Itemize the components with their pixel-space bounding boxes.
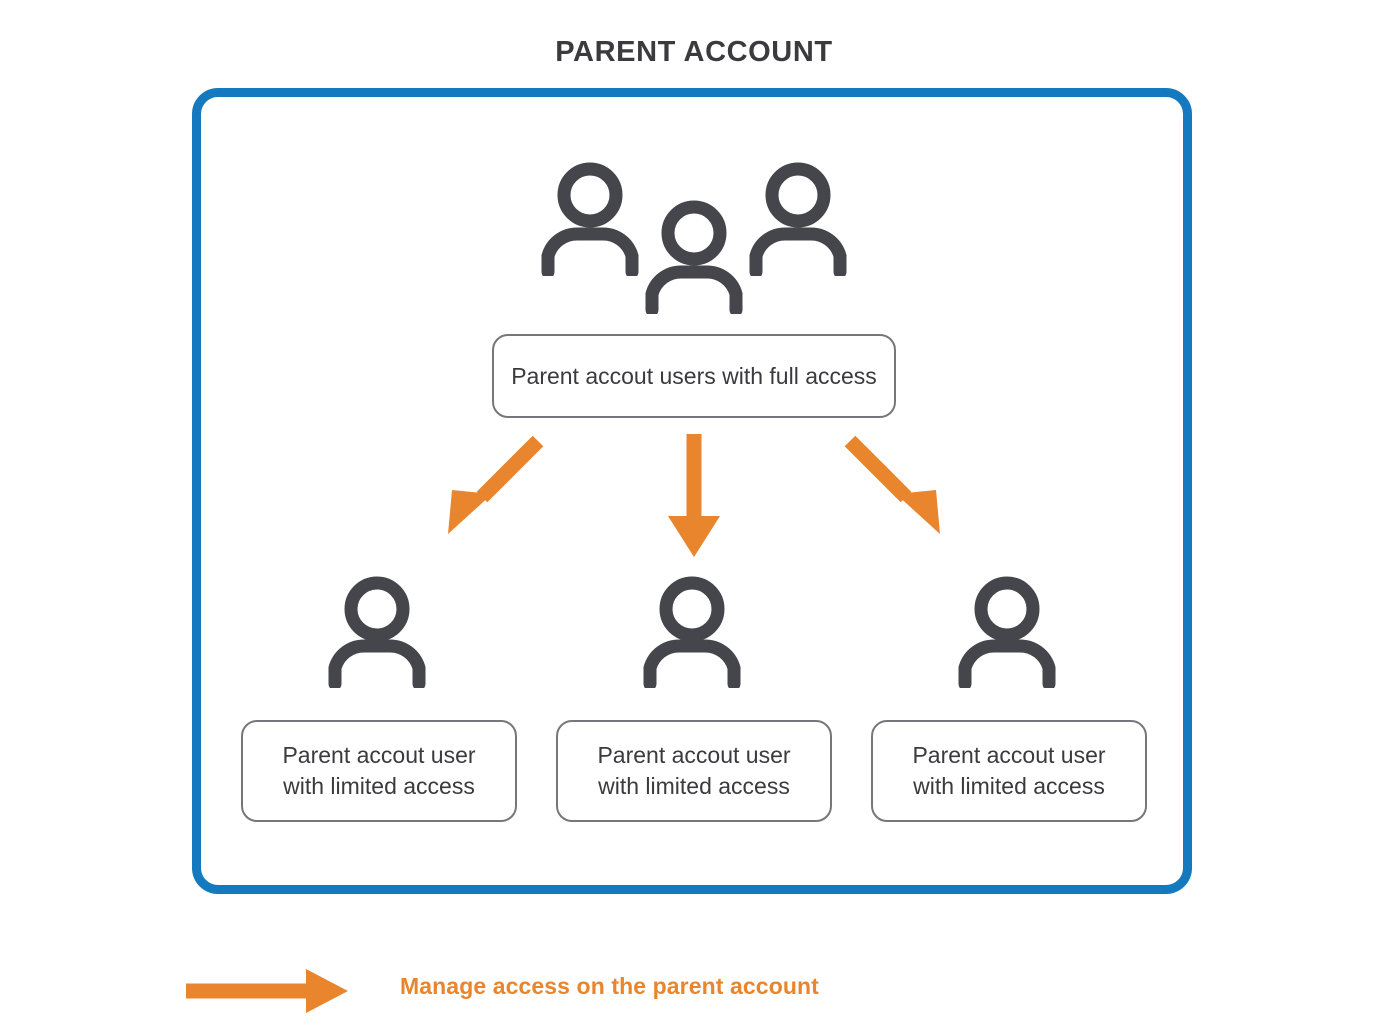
parent-full-access-label: Parent accout users with full access [511, 362, 877, 389]
person-icon [644, 200, 744, 314]
limited-access-label-2-line2: with limited access [598, 773, 790, 799]
person-icon [640, 576, 744, 693]
limited-access-label-1-line1: Parent accout user [282, 742, 476, 768]
limited-access-label-1: Parent accout user with limited access [282, 740, 475, 802]
parent-full-access-box[interactable]: Parent accout users with full access [492, 334, 896, 418]
limited-access-label-2-line1: Parent accout user [597, 742, 791, 768]
person-icon [748, 162, 848, 276]
limited-access-box-1[interactable]: Parent accout user with limited access [241, 720, 517, 822]
limited-access-box-3[interactable]: Parent accout user with limited access [871, 720, 1147, 822]
limited-access-box-2[interactable]: Parent accout user with limited access [556, 720, 832, 822]
limited-access-label-1-line2: with limited access [283, 773, 475, 799]
legend-label: Manage access on the parent account [400, 973, 819, 999]
person-icon [325, 576, 429, 693]
limited-access-label-3-line2: with limited access [913, 773, 1105, 799]
limited-access-label-2: Parent accout user with limited access [597, 740, 790, 802]
arrow-right-icon [186, 969, 348, 1013]
page-title: PARENT ACCOUNT [555, 36, 833, 68]
legend: Manage access on the parent account [186, 960, 1186, 1020]
person-icon [955, 576, 1059, 693]
three-people-icon [540, 162, 850, 314]
limited-access-label-3: Parent accout user with limited access [912, 740, 1105, 802]
person-icon [540, 162, 640, 276]
limited-access-label-3-line1: Parent accout user [912, 742, 1106, 768]
